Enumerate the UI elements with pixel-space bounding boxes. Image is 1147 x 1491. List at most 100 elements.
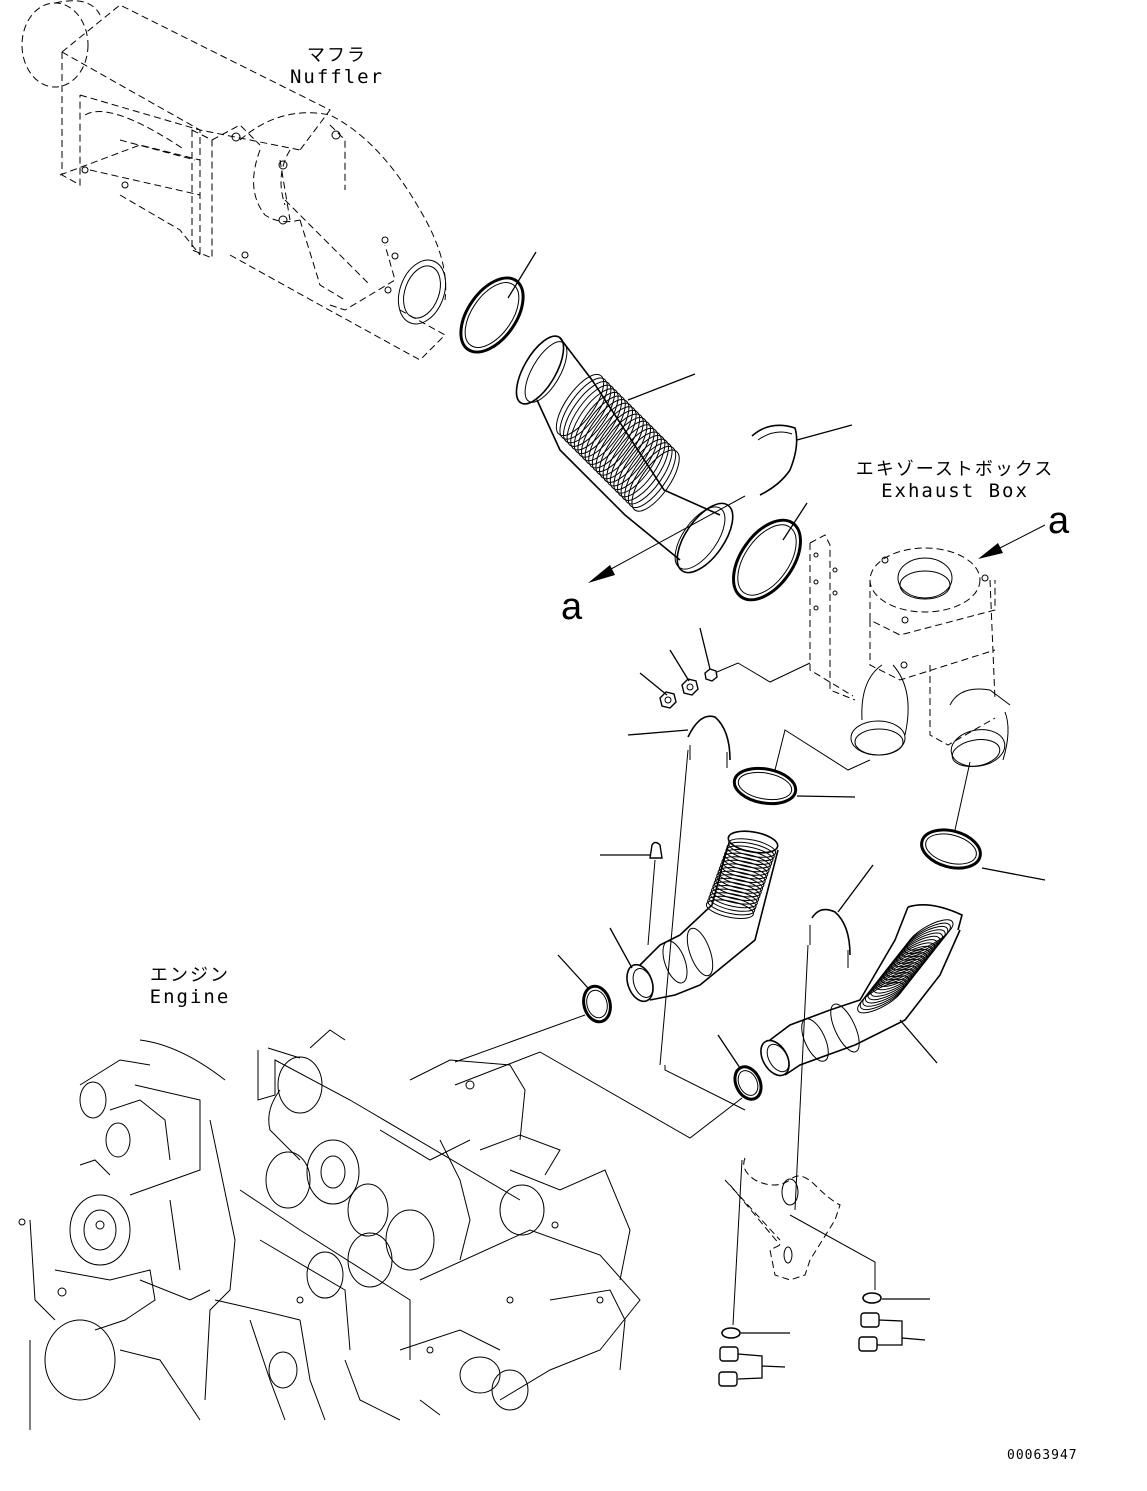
bellows-rib (620, 438, 669, 501)
document-number: 00063947 (1007, 1448, 1078, 1463)
bellows-rib (727, 838, 777, 858)
leader-line (901, 1337, 926, 1341)
exhaust-box-label-en: Exhaust Box (881, 479, 1029, 502)
bellows-rib (859, 978, 907, 1011)
engine-label-jp: エンジン (150, 965, 230, 986)
bellows-rib (718, 863, 767, 883)
bellows-pipe-lower-left (609, 830, 779, 1003)
engine-assembly (18, 1029, 641, 1430)
bellows-rib (613, 431, 662, 494)
bellows-rib (599, 417, 648, 480)
bellows-rib (563, 381, 612, 444)
bellows-rib (711, 885, 760, 905)
leader-line (669, 649, 690, 682)
bellows-rib (559, 377, 608, 440)
bellows-rib (573, 391, 623, 455)
leader-line (899, 1019, 938, 1064)
exhaust-box-assembly (809, 534, 1011, 767)
bellows-rib (627, 445, 677, 509)
bellows-rib (726, 841, 775, 862)
bellows-pipe-upper (515, 335, 734, 574)
plug-fitting (600, 841, 663, 946)
bellows-rib (617, 435, 666, 498)
muffler-label-en: Nuffler (289, 65, 385, 88)
bellows-rib (714, 874, 764, 894)
hose-clamp-left (454, 954, 612, 1063)
bellows-rib (570, 388, 619, 451)
nut-washer-set-upper (639, 627, 811, 709)
clamp-ring-mid (732, 502, 808, 602)
bellows-rib (624, 442, 673, 505)
leader-line (507, 251, 537, 299)
bellows-rib (631, 449, 680, 512)
bellows-corrugation (705, 838, 777, 919)
leader-line (782, 502, 808, 541)
leader-line (557, 954, 589, 989)
nut-washer-set-lower-right (858, 1292, 930, 1352)
bellows-rib (722, 852, 771, 873)
bellows-rib (721, 856, 770, 876)
leader-line (639, 672, 668, 696)
bellows-rib (717, 867, 766, 887)
leader-line (837, 864, 874, 913)
bellows-rib (595, 413, 644, 476)
bellows-rib (724, 849, 773, 869)
exhaust-box-label-jp: エキゾーストボックス (855, 459, 1055, 480)
clamp-ring-upper (459, 251, 537, 354)
muffler-assembly (21, 0, 447, 361)
bellows-rib (709, 888, 758, 909)
leader-line (761, 1365, 786, 1368)
view-reference-a-top: a (1048, 500, 1070, 542)
leader-line (627, 373, 696, 401)
bellows-rib (705, 899, 754, 919)
bellows-rib (584, 402, 633, 465)
bellows-rib (716, 870, 765, 891)
bellows-rib (606, 424, 655, 487)
bellows-rib (581, 399, 630, 462)
leader-line (699, 627, 711, 670)
bellows-rib (707, 895, 756, 916)
leader-line (609, 927, 633, 969)
bellows-corrugation (857, 919, 954, 1014)
view-arrow-a-right (978, 524, 1046, 559)
clamp-ring-center (732, 729, 871, 806)
leader-line (796, 424, 853, 441)
leader-line (737, 1353, 763, 1380)
mounting-bracket (724, 1157, 876, 1326)
leader-line (796, 795, 856, 798)
bellows-rib (862, 975, 910, 1007)
engine-label: エンジン Engine (140, 965, 240, 1009)
bellows-rib (708, 892, 757, 912)
bellows-pipe-lower-right (760, 904, 963, 1077)
engine-label-en: Engine (149, 985, 231, 1008)
bellows-rib (577, 395, 626, 458)
hose-clamp-center (454, 1034, 763, 1139)
exhaust-box-label: エキゾーストボックス Exhaust Box (855, 459, 1055, 503)
u-bolt-clamp-left (627, 715, 731, 1066)
bellows-rib (591, 409, 641, 473)
bellows-corrugation (555, 373, 680, 512)
bellows-rib (864, 972, 912, 1004)
u-bolt-clamp-upper (751, 424, 853, 496)
view-reference-a-left: a (561, 586, 583, 628)
bellows-rib (725, 845, 774, 865)
leader-line (981, 867, 1046, 881)
bellows-rib (870, 965, 918, 997)
leader-line (717, 1034, 741, 1069)
muffler-label-jp: マフラ (307, 45, 367, 66)
bellows-rib (588, 406, 637, 469)
bellows-rib (867, 968, 915, 1001)
bellows-rib (609, 427, 659, 491)
leader-line (627, 729, 689, 736)
bellows-rib (566, 384, 615, 447)
u-bolt-clamp-right (794, 864, 874, 1211)
bellows-rib (720, 859, 769, 880)
bellows-rib (857, 982, 905, 1014)
nut-washer-set-lower-left (718, 1327, 790, 1387)
bellows-rib (713, 877, 762, 898)
bellows-rib (712, 881, 761, 901)
bellows-rib (555, 373, 605, 437)
leader-line (877, 1319, 903, 1346)
clamp-ring-right (920, 761, 1046, 881)
